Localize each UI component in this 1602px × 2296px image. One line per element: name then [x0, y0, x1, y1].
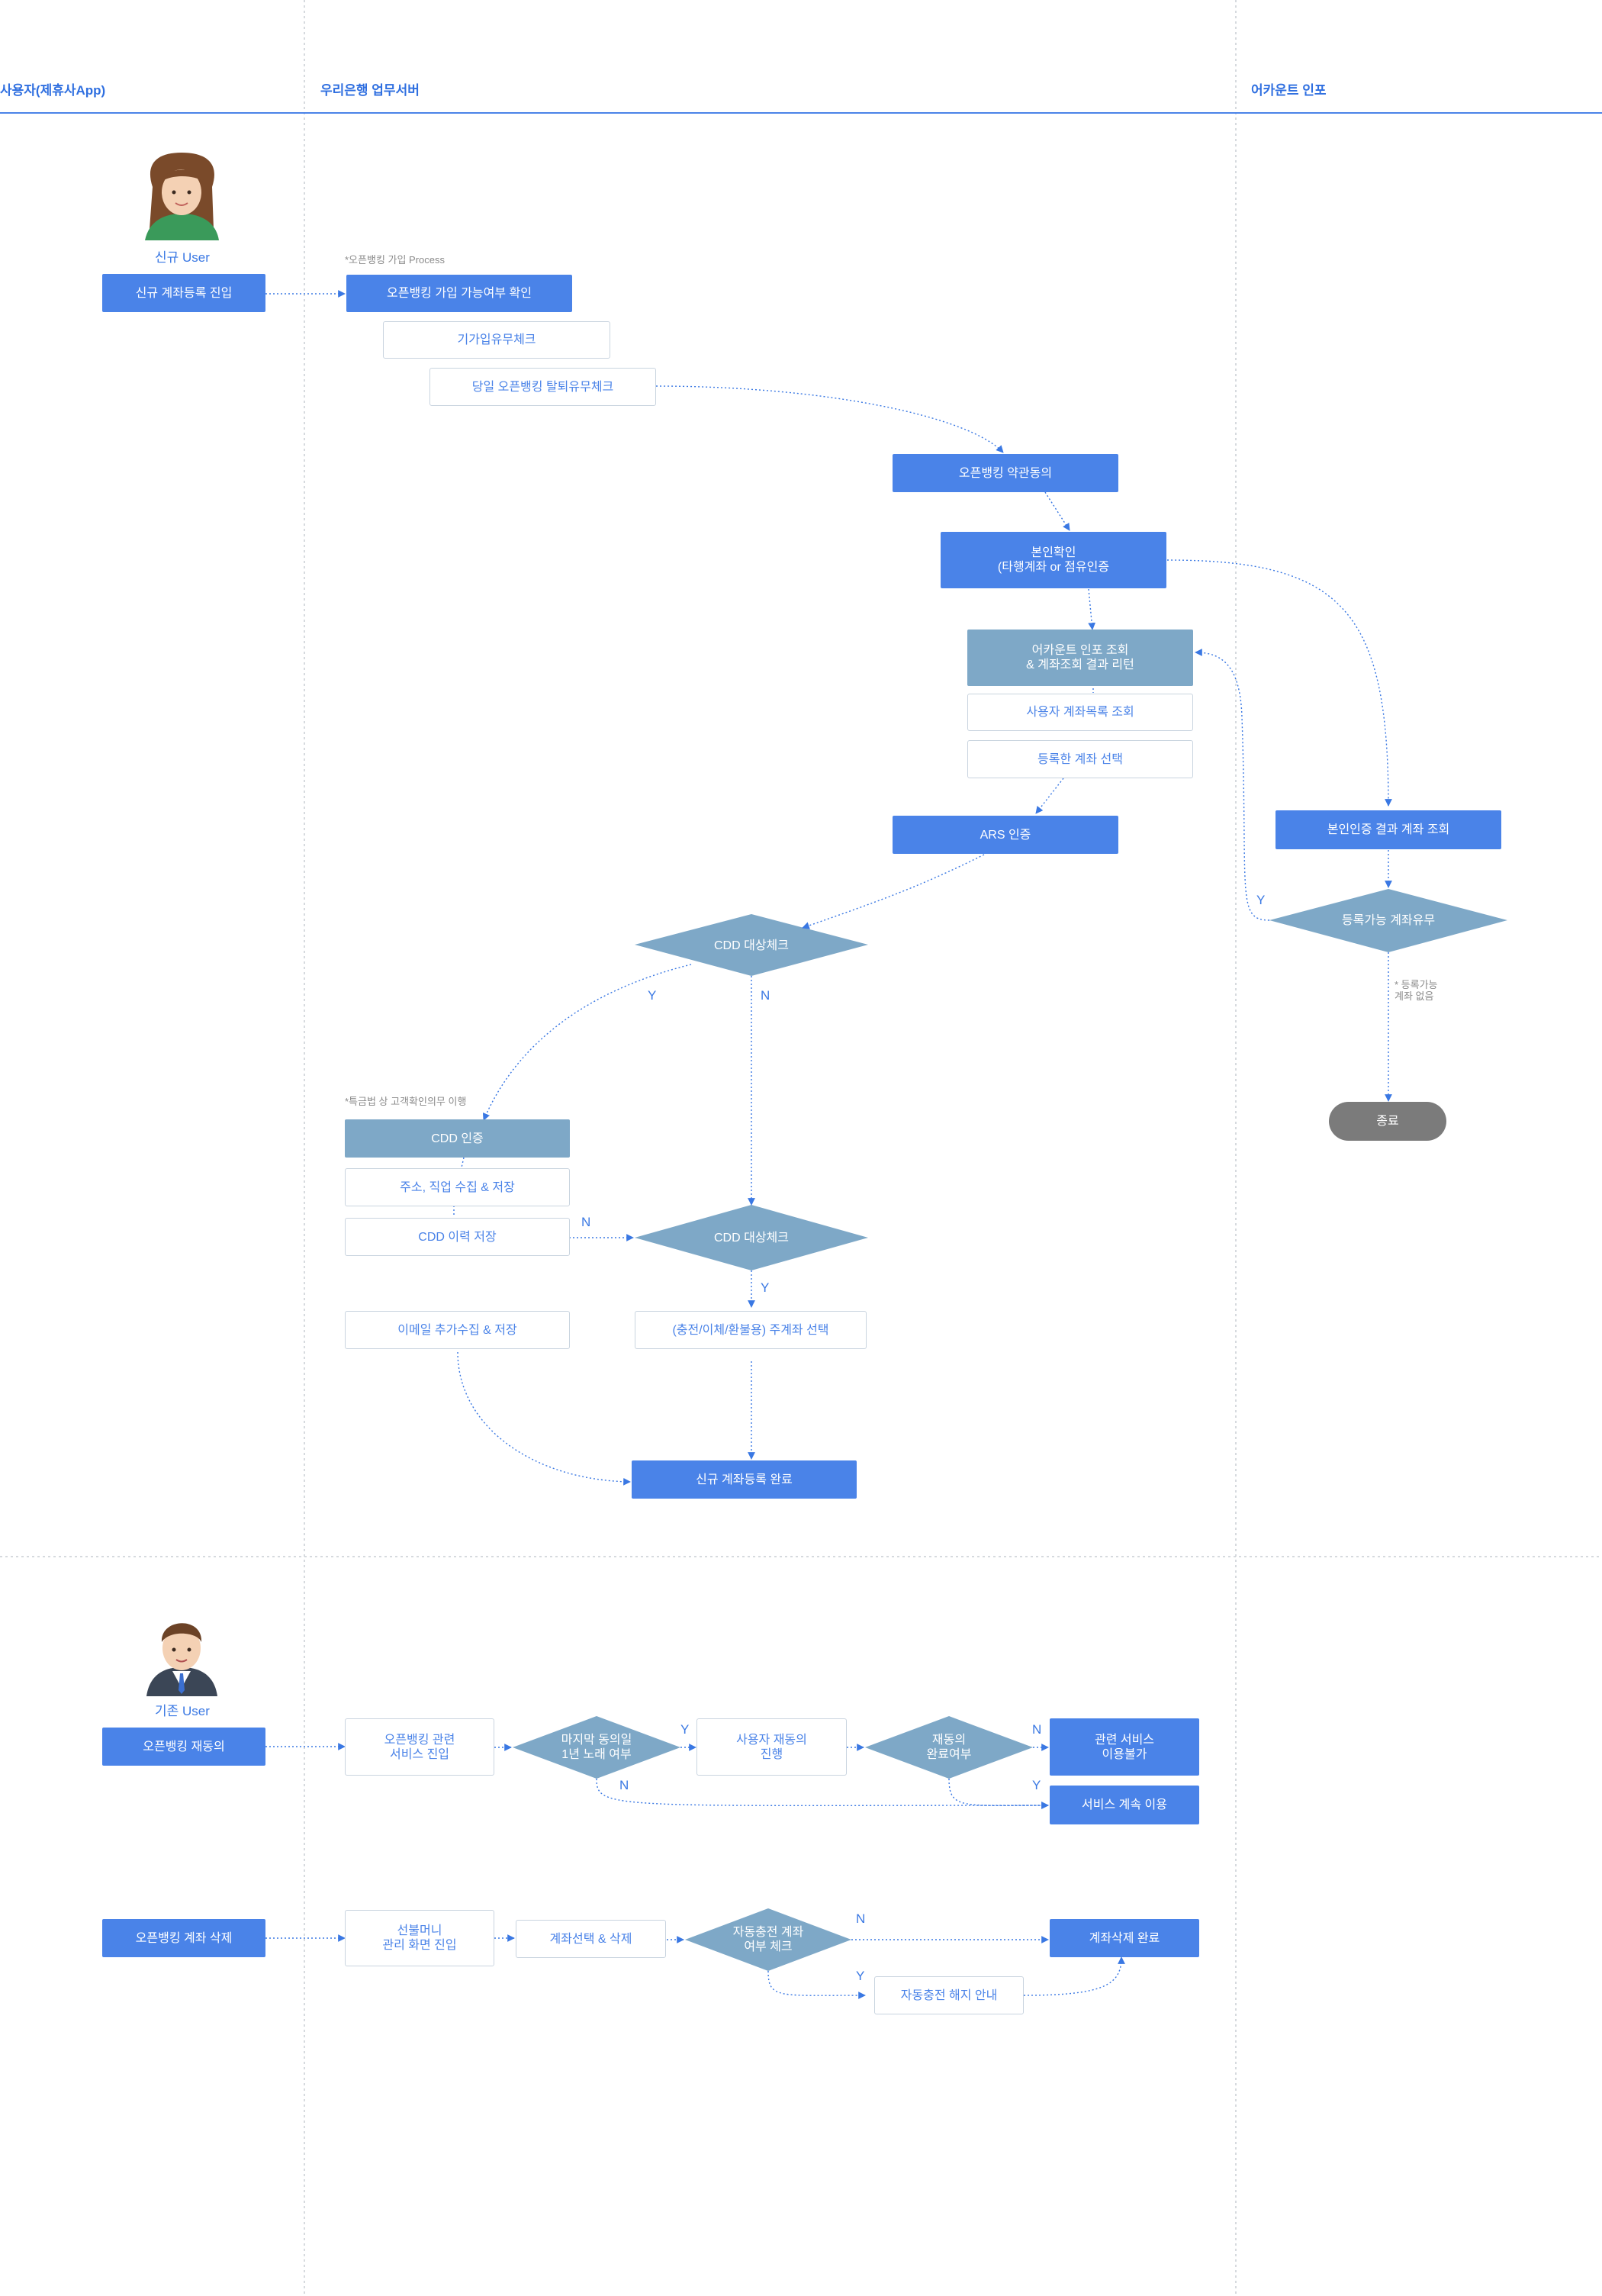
auto-charge-cancel-node: 자동충전 해지 안내: [874, 1976, 1024, 2014]
reconsent-done-y-label: Y: [1032, 1778, 1041, 1792]
auto-charge-label: 자동충전 계좌 여부 체크: [732, 1926, 804, 1953]
info-query-node: 어카운트 인포 조회 & 계좌조회 결과 리턴: [967, 630, 1193, 686]
select-account-node: 등록한 계좌 선택: [967, 740, 1193, 778]
conn-auto-y: [767, 1970, 866, 1999]
user-reconsent-node: 사용자 재동의 진행: [696, 1718, 847, 1776]
unavailable-node: 관련 서비스 이용불가: [1050, 1718, 1199, 1776]
cdd2-y-label: Y: [761, 1280, 770, 1295]
registrable-diamond: [1269, 889, 1507, 952]
conn-identity-to-info: [1088, 588, 1096, 630]
end-node: 종료: [1329, 1102, 1446, 1141]
terms-node: 오픈뱅킹 약관동의: [893, 454, 1118, 492]
registrable-y-label: Y: [1256, 893, 1266, 907]
conn-email-to-complete: [457, 1351, 631, 1486]
address-node: 주소, 직업 수집 & 저장: [345, 1168, 570, 1206]
registrable-label: 등록가능 계좌유무: [1341, 913, 1436, 927]
last-consent-y-label: Y: [680, 1722, 690, 1737]
cdd-n-label: N: [761, 988, 770, 1003]
cdd2-n-label: N: [581, 1215, 591, 1229]
ars-node: ARS 인증: [893, 816, 1118, 854]
existing-user-avatar: [146, 1623, 217, 1696]
complete-node: 신규 계좌등록 완료: [632, 1460, 857, 1499]
conn-select-to-ars: [1035, 778, 1064, 814]
conn-last-n: [596, 1778, 1049, 1809]
identity-result-node: 본인인증 결과 계좌 조회: [1275, 810, 1501, 849]
cdd-auth-node: CDD 인증: [345, 1119, 570, 1158]
cdd-check-label-1: CDD 대상체크: [714, 939, 789, 952]
conn-terms-to-identity: [1044, 491, 1070, 531]
reconsent-done-label: 재동의 완료여부: [926, 1734, 972, 1761]
identity-node: 본인확인 (타행계좌 or 점유인증: [941, 532, 1166, 588]
cdd-note: *특금법 상 고객확인의무 이행: [345, 1096, 467, 1107]
reconsent-done-diamond: [865, 1716, 1033, 1779]
cdd-check-label-2: CDD 대상체크: [714, 1231, 789, 1245]
main-account-node: (충전/이체/환불용) 주계좌 선택: [635, 1311, 867, 1349]
conn-today-to-terms: [655, 385, 1004, 453]
continue-node: 서비스 계속 이용: [1050, 1786, 1199, 1824]
auto-charge-n-label: N: [856, 1911, 866, 1926]
cdd-check-diamond-1: [635, 914, 868, 976]
auto-charge-y-label: Y: [856, 1969, 865, 1983]
conn-done-y: [948, 1778, 1049, 1809]
check-already-node: 기가입유무체크: [383, 321, 610, 359]
email-node: 이메일 추가수집 & 저장: [345, 1311, 570, 1349]
delete-done-node: 계좌삭제 완료: [1050, 1919, 1199, 1957]
conn-cdd-y: [482, 964, 692, 1121]
process-note: *오픈뱅킹 가입 Process: [345, 254, 446, 266]
cdd-check-diamond-2: [635, 1205, 868, 1270]
reconsent-entry-node: 오픈뱅킹 재동의: [102, 1728, 265, 1766]
check-today-node: 당일 오픈뱅킹 탈퇴유무체크: [429, 368, 656, 406]
reconsent-done-n-label: N: [1032, 1722, 1042, 1737]
no-account-note: * 등록가능 계좌 없음: [1395, 979, 1438, 1002]
cdd-history-node: CDD 이력 저장: [345, 1218, 570, 1256]
new-account-entry-node: 신규 계좌등록 진입: [102, 274, 265, 312]
last-consent-n-label: N: [619, 1778, 629, 1792]
auto-charge-diamond: [685, 1908, 851, 1971]
service-entry-node: 오픈뱅킹 관련 서비스 진입: [345, 1718, 494, 1776]
delete-entry-node: 오픈뱅킹 계좌 삭제: [102, 1919, 265, 1957]
conn-ars-to-cdd: [802, 854, 985, 929]
lane-title-server: 우리은행 업무서버: [320, 83, 420, 98]
last-consent-diamond: [513, 1716, 680, 1779]
lane-title-user: 사용자(제휴사App): [0, 83, 106, 98]
cdd-y-label: Y: [648, 988, 657, 1003]
last-consent-label: 마지막 동의일 1년 노래 여부: [561, 1734, 632, 1761]
account-list-node: 사용자 계좌목록 조회: [967, 694, 1193, 731]
check-join-node: 오픈뱅킹 가입 가능여부 확인: [346, 275, 572, 312]
new-user-avatar: [145, 153, 219, 240]
existing-user-label: 기존 User: [155, 1704, 210, 1718]
conn-registrable-y: [1195, 649, 1270, 921]
new-user-label: 신규 User: [155, 250, 210, 265]
conn-identity-to-result: [1166, 559, 1392, 807]
select-delete-node: 계좌선택 & 삭제: [516, 1920, 666, 1958]
conn-cancel-to-done: [1023, 1956, 1125, 1996]
conn-cddauth-to-addr: [461, 1157, 465, 1168]
manage-entry-node: 선불머니 관리 화면 진입: [345, 1910, 494, 1966]
lane-title-info: 어카운트 인포: [1251, 83, 1327, 98]
